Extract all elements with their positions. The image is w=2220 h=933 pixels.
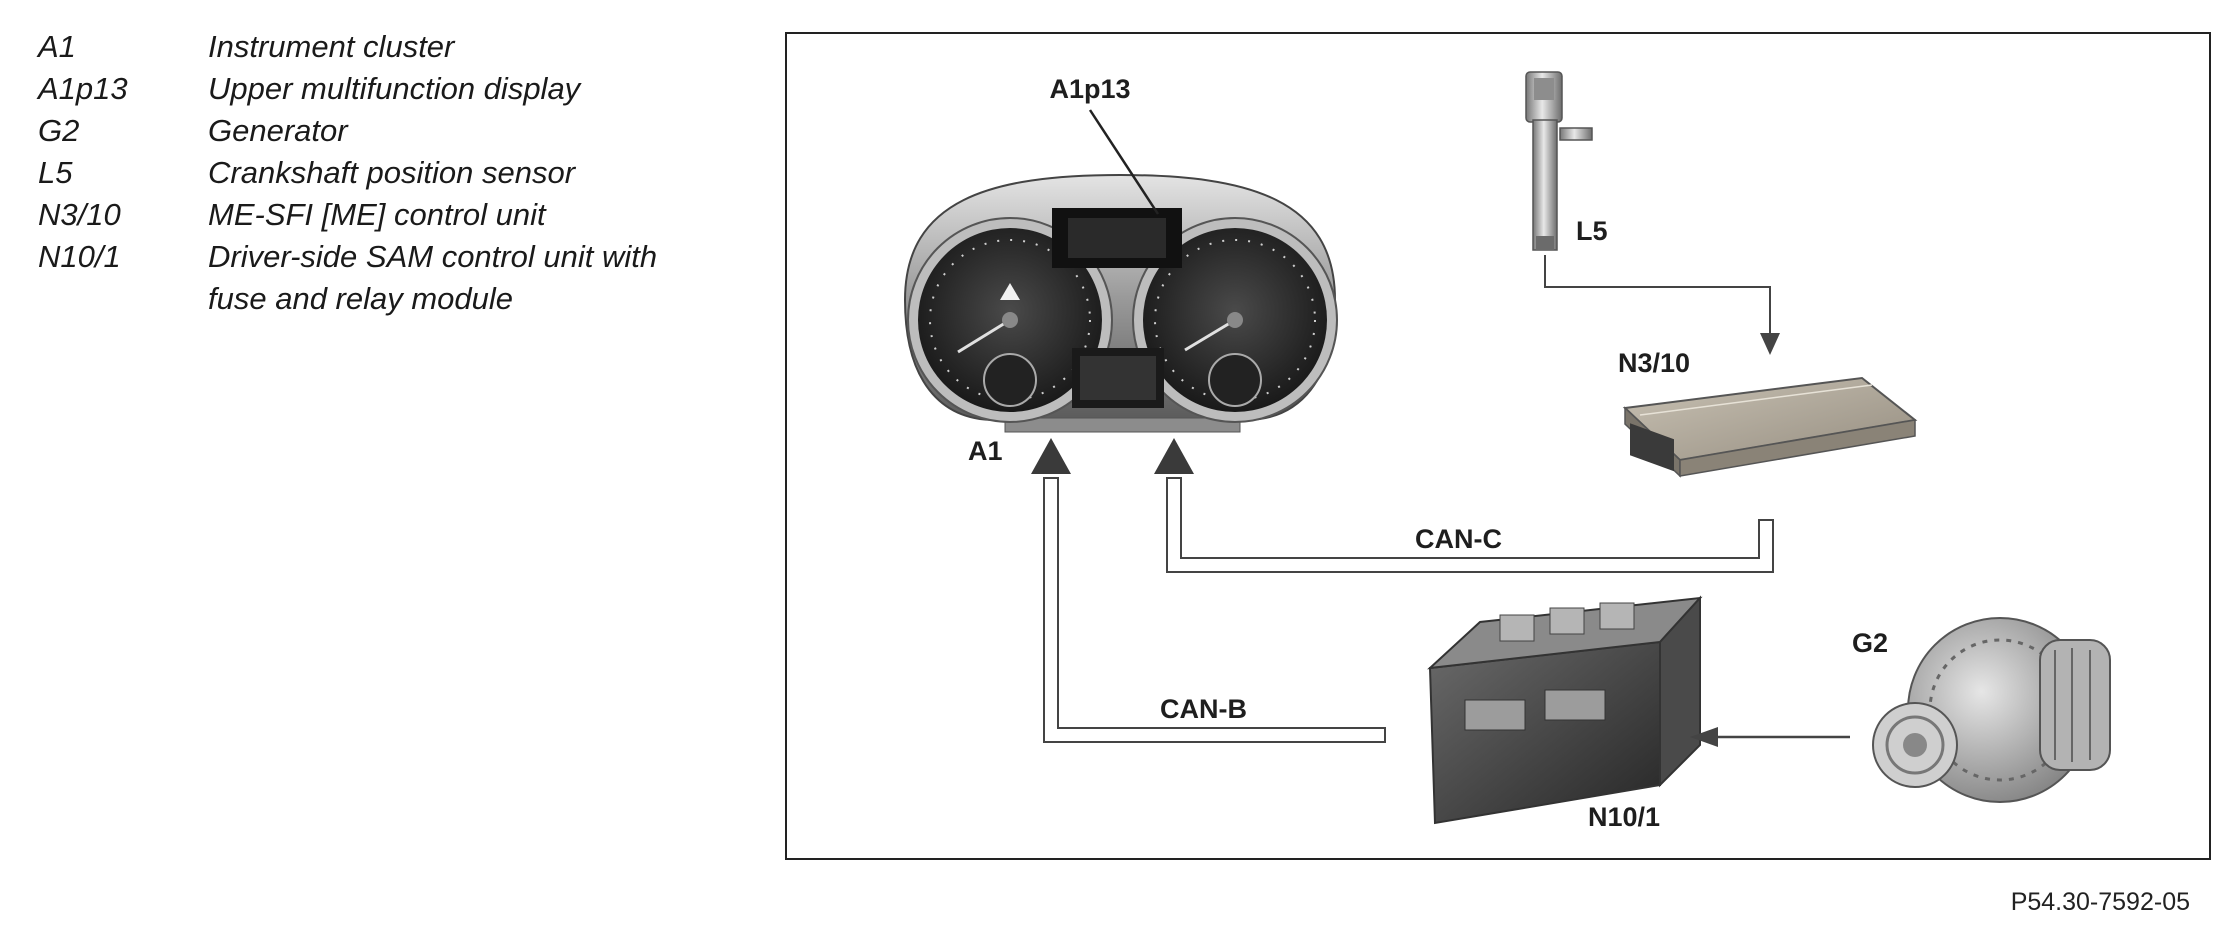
legend-text: ME-SFI [ME] control unit <box>208 197 546 232</box>
generator-icon <box>1872 617 2111 803</box>
legend-code: G2 <box>38 113 80 148</box>
instrument-cluster-icon <box>903 173 1338 433</box>
can-b-arrowhead <box>1031 438 1071 474</box>
legend-text: Instrument cluster <box>208 29 455 64</box>
legend-text: Upper multifunction display <box>208 71 581 106</box>
label-n3-10: N3/10 <box>1618 348 1690 378</box>
leader-line-a1p13 <box>1088 109 1160 215</box>
legend-text: Driver-side SAM control unit with fuse a… <box>208 236 758 320</box>
can-b-bus-line <box>1031 438 1386 743</box>
legend-row-a1: A1 Instrument cluster <box>38 26 758 68</box>
legend-row-n10-1: N10/1 Driver-side SAM control unit with … <box>38 236 758 320</box>
legend-text-line1: Driver-side SAM control unit with <box>208 239 658 274</box>
crankshaft-sensor-icon <box>1525 71 1593 251</box>
legend-text: Crankshaft position sensor <box>208 155 576 190</box>
legend-row-g2: G2 Generator <box>38 110 758 152</box>
signal-line-l5-n3-10 <box>1544 255 1780 355</box>
legend-code: L5 <box>38 155 73 190</box>
label-a1p13: A1p13 <box>1049 74 1130 104</box>
legend-code: A1 <box>38 29 76 64</box>
can-c-bus-line <box>1154 438 1774 573</box>
legend-row-n3-10: N3/10 ME-SFI [ME] control unit <box>38 194 758 236</box>
label-g2: G2 <box>1852 628 1888 658</box>
label-a1: A1 <box>968 436 1003 466</box>
legend-row-a1p13: A1p13 Upper multifunction display <box>38 68 758 110</box>
legend: A1 Instrument cluster A1p13 Upper multif… <box>38 26 758 320</box>
can-c-arrowhead <box>1154 438 1194 474</box>
legend-code: A1p13 <box>38 71 128 106</box>
label-l5: L5 <box>1576 216 1608 246</box>
legend-text-line2: fuse and relay module <box>208 281 514 316</box>
me-sfi-control-unit-icon <box>1622 376 1918 478</box>
sam-control-unit-icon <box>1427 595 1703 825</box>
label-can-b: CAN-B <box>1160 694 1247 724</box>
legend-code: N3/10 <box>38 197 121 232</box>
signal-line-g2-n10-1 <box>1690 727 1850 747</box>
legend-code: N10/1 <box>38 239 121 274</box>
legend-row-l5: L5 Crankshaft position sensor <box>38 152 758 194</box>
label-n10-1: N10/1 <box>1588 802 1660 832</box>
legend-text: Generator <box>208 113 348 148</box>
label-can-c: CAN-C <box>1415 524 1502 554</box>
figure-number: P54.30-7592-05 <box>2010 888 2190 916</box>
